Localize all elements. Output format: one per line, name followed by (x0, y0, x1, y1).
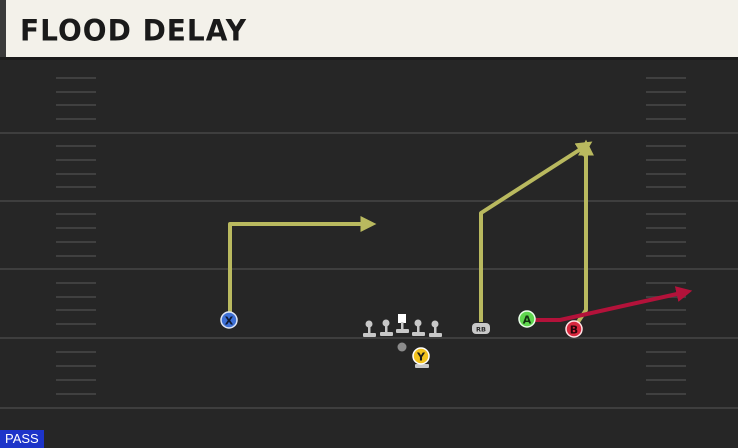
yard-lines (0, 132, 738, 409)
lineman-icon (412, 319, 425, 336)
x-route (228, 216, 377, 315)
b-route (576, 139, 594, 324)
lineman-icon (429, 320, 442, 337)
player-a-marker (518, 310, 536, 328)
player-b-marker (565, 320, 583, 338)
a-route (535, 286, 693, 322)
player-a: A (518, 310, 536, 328)
player-x-label: X (225, 315, 234, 328)
player-rb-label: RB (476, 326, 486, 334)
player-a-label: A (523, 314, 532, 327)
title-bar: FLOOD DELAY (0, 0, 738, 60)
player-x: X (220, 311, 238, 329)
player-b-label: B (570, 324, 578, 337)
field: Y X RB A B (0, 77, 738, 409)
center-icon (396, 314, 409, 333)
player-y-label: Y (416, 351, 426, 364)
player-x-marker (220, 311, 238, 329)
lineman-icon (363, 320, 376, 337)
offensive-line (363, 314, 442, 337)
play-type-badge: PASS (0, 430, 44, 448)
lineman-icon (380, 319, 393, 336)
hash-marks-left (56, 77, 96, 395)
player-b: B (565, 320, 583, 338)
player-y-marker (412, 347, 430, 365)
player-rb: RB (472, 323, 490, 334)
play-title: FLOOD DELAY (20, 13, 248, 48)
player-rb-marker (472, 323, 490, 334)
hash-marks-right (646, 77, 686, 395)
player-y: Y (412, 347, 430, 368)
quarterback-icon (397, 342, 407, 352)
rb-route (479, 141, 593, 322)
